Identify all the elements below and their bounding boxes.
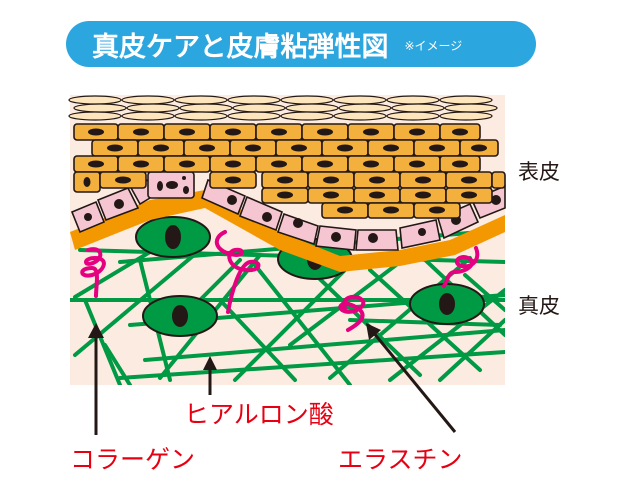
spinous-nuclei xyxy=(83,128,487,214)
dermis-label: 真皮 xyxy=(518,294,560,318)
hyaluronic-acid-label: ヒアルロン酸 xyxy=(184,400,334,429)
elastin-arrow xyxy=(371,331,457,433)
collagen-label: コラーゲン xyxy=(70,445,196,474)
elastin-label: エラスチン xyxy=(338,445,463,474)
basement-membrane xyxy=(70,190,505,272)
image-note: ※イメージ xyxy=(404,38,463,53)
stratum-corneum xyxy=(68,95,498,121)
elastin-fibers xyxy=(80,230,480,332)
epidermis-label: 表皮 xyxy=(518,160,560,184)
page-title: 真皮ケアと皮膚粘弾性図 xyxy=(92,31,389,63)
pointer-arrows xyxy=(88,323,457,435)
title-banner: 真皮ケアと皮膚粘弾性図 ※イメージ xyxy=(66,21,536,67)
